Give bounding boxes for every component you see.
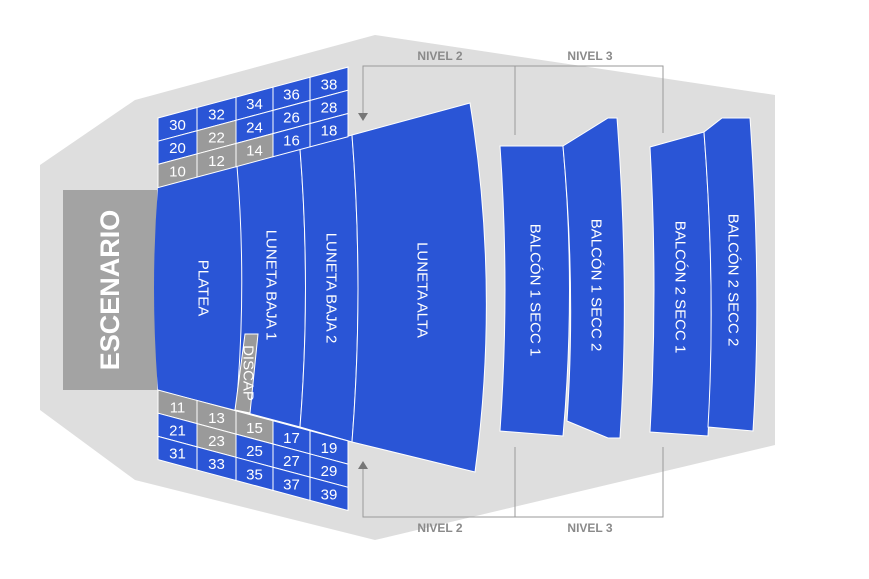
box-label: 29 — [321, 463, 338, 480]
box-label: 38 — [321, 76, 338, 93]
label-balcon-1-secc-2: BALCÓN 1 SECC 2 — [588, 219, 605, 352]
section-balcon-1-secc-2[interactable] — [562, 117, 625, 439]
guide-line-top — [362, 65, 664, 133]
box-label: 24 — [246, 119, 263, 136]
box-label: 19 — [321, 440, 338, 457]
box-18[interactable] — [309, 112, 349, 148]
box-label: 27 — [283, 453, 300, 470]
floor-sections: DISCAP PLATEA LUNETA BAJA 1 LUNETA BAJA … — [154, 102, 487, 473]
box-label: 25 — [246, 443, 263, 460]
level-guides — [362, 65, 664, 518]
box-label: 21 — [169, 423, 186, 440]
label-luneta-baja-2: LUNETA BAJA 2 — [323, 233, 340, 344]
level-label-top-2: NIVEL 2 — [417, 49, 462, 63]
section-discap[interactable] — [234, 333, 259, 414]
label-balcon-2-secc-2: BALCÓN 2 SECC 2 — [725, 214, 742, 347]
label-luneta-baja-1: LUNETA BAJA 1 — [263, 230, 280, 341]
level-label-bottom-2: NIVEL 2 — [417, 521, 462, 535]
guide-line-bottom — [362, 447, 664, 518]
box-label: 16 — [283, 133, 300, 150]
box-label: 17 — [283, 430, 300, 447]
section-platea[interactable] — [154, 166, 242, 410]
label-luneta-alta: LUNETA ALTA — [414, 242, 431, 338]
box-label: 11 — [170, 399, 186, 416]
level-label-top-3: NIVEL 3 — [567, 49, 612, 63]
box-label: 37 — [283, 476, 300, 493]
box-label: 34 — [246, 96, 263, 113]
box-label: 35 — [246, 466, 263, 483]
box-label: 18 — [321, 123, 338, 140]
box-label: 26 — [283, 110, 300, 127]
label-balcon-1-secc-1: BALCÓN 1 SECC 1 — [527, 224, 544, 357]
level-label-bottom-3: NIVEL 3 — [567, 521, 612, 535]
box-label: 30 — [169, 117, 186, 134]
stage-label: ESCENARIO — [95, 210, 125, 371]
label-balcon-2-secc-1: BALCÓN 2 SECC 1 — [672, 221, 689, 354]
label-discap: DISCAP — [240, 345, 257, 401]
balcony-sections: BALCÓN 1 SECC 1 BALCÓN 1 SECC 2 BALCÓN 2… — [499, 117, 758, 439]
box-label: 39 — [321, 486, 338, 503]
box-label: 31 — [169, 446, 186, 463]
box-label: 23 — [208, 433, 225, 450]
label-platea: PLATEA — [195, 260, 212, 316]
section-luneta-alta[interactable] — [351, 102, 487, 473]
stage: ESCENARIO — [63, 190, 157, 390]
arrow-down-icon — [358, 113, 368, 121]
box-seats: 30 32 34 36 38 20 22 24 26 28 10 12 14 16 18 11 13 15 17 19… — [157, 66, 349, 512]
box-label: 22 — [208, 130, 225, 147]
box-label: 20 — [169, 140, 186, 157]
box-label: 10 — [169, 163, 186, 180]
box-label: 36 — [283, 86, 300, 103]
box-label: 13 — [208, 410, 225, 427]
box-label: 12 — [208, 153, 225, 170]
box-39[interactable] — [309, 476, 349, 512]
box-label: 33 — [208, 456, 225, 473]
arrow-up-icon — [358, 461, 368, 469]
box-label: 14 — [246, 143, 263, 160]
box-label: 32 — [208, 106, 225, 123]
box-label: 15 — [246, 420, 263, 437]
box-label: 28 — [321, 99, 338, 116]
section-balcon-2-secc-2[interactable] — [703, 117, 758, 432]
